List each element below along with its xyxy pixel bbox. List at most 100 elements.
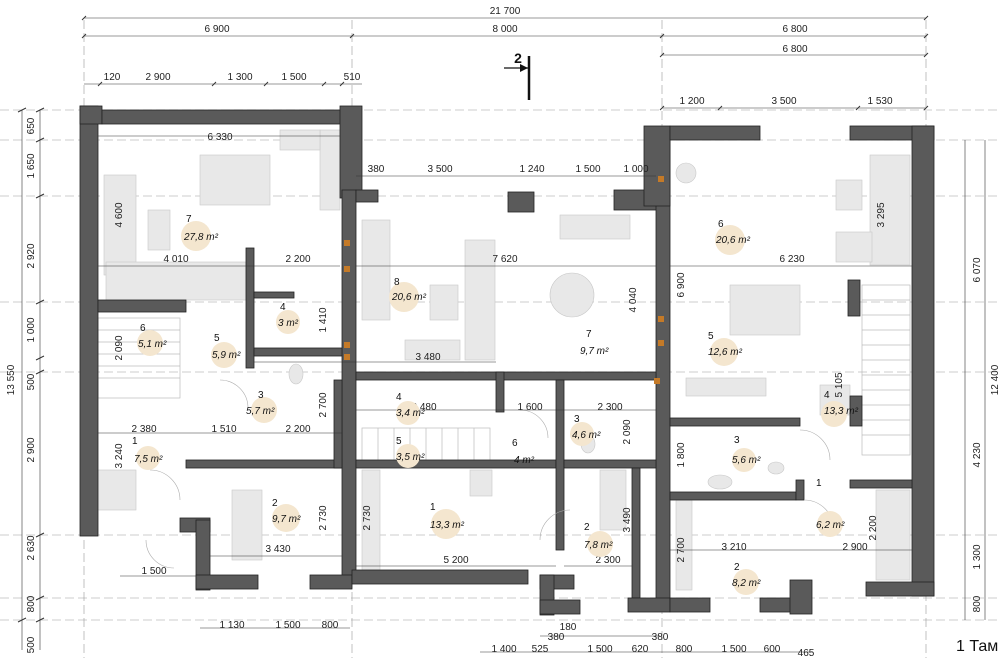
room-number: 2 [272,498,278,509]
room-area: 13,3 m² [824,406,859,417]
room-number: 1 [132,436,138,447]
plan-title: 1 Там [956,638,998,655]
dim-left-5: 500 [26,373,37,390]
section-marker: 2 [504,50,531,100]
room-number: 6 [140,323,146,334]
dim-inner-38: 2 200 [868,515,879,540]
room-area: 13,3 m² [430,520,465,531]
dim-bottom-1b: 1 500 [275,620,300,631]
dim-inner-18: 3 480 [411,402,436,413]
door-swings [145,379,835,569]
room-number: 7 [586,329,592,340]
dim-left-3: 2 920 [26,243,37,268]
dim-inner-34: 2 300 [595,555,620,566]
dim-top-3: 6 800 [782,24,807,35]
dim-top-right-c: 1 530 [867,96,892,107]
dim-inner-8: 1 500 [575,164,600,175]
right-dimensions: 6 070 4 230 1 300 800 12 400 [964,140,1000,620]
dim-left-9: 500 [26,636,37,653]
dim-top-1: 6 900 [204,24,229,35]
dim-right-3: 1 300 [972,544,983,569]
dim-bottom-3h: 465 [798,648,815,658]
room-area: 3,5 m² [396,452,425,463]
room-area: 6,2 m² [816,520,845,531]
dim-inner-9: 1 000 [623,164,648,175]
dim-top-right-2: 6 800 [782,44,807,55]
dim-inner-31: 3 490 [622,507,633,532]
dim-bottom-3b: 525 [532,644,549,655]
room-area: 3 m² [278,318,299,329]
dim-left-7: 2 630 [26,535,37,560]
dim-bottom-2a: 380 [548,632,565,643]
dim-inner-26: 2 200 [285,424,310,435]
dim-right-4: 800 [972,595,983,612]
dim-inner-30: 2 730 [362,505,373,530]
room-area: 5,6 m² [732,455,761,466]
dim-bottom-2c: 380 [652,632,669,643]
dim-inner-25: 1 510 [211,424,236,435]
dim-bottom-1c: 800 [322,620,339,631]
dim-top-2: 8 000 [492,24,517,35]
room-area: 7,5 m² [134,454,163,465]
room-number: 5 [396,436,402,447]
door-frames [344,176,664,384]
dim-top-left-e: 510 [344,72,361,83]
dim-inner-3: 4 010 [163,254,188,265]
dim-overall-height: 13 550 [6,364,17,395]
dim-inner-6: 3 500 [427,164,452,175]
dim-inner-15: 1 410 [318,307,329,332]
dim-top-left-b: 2 900 [145,72,170,83]
room-number: 7 [186,214,192,225]
room-number: 3 [734,435,740,446]
dim-bottom-3a: 1 400 [491,644,516,655]
dim-inner-32: 3 430 [265,544,290,555]
dim-bottom-3g: 600 [764,644,781,655]
room-area: 9,7 m² [272,514,301,525]
left-dimensions: 13 550 650 1 650 2 920 1 000 500 2 900 2… [6,107,45,653]
dim-inner-4: 2 200 [285,254,310,265]
dim-inner-11: 4 040 [628,287,639,312]
room-number: 1 [430,502,436,513]
dim-inner-2: 4 600 [114,202,125,227]
dim-bottom-1a: 1 130 [219,620,244,631]
dim-right-1: 6 070 [972,257,983,282]
room-number: 5 [214,333,220,344]
room-area: 5,7 m² [246,406,275,417]
dim-inner-21: 2 090 [622,419,633,444]
dim-bottom-3c: 1 500 [587,644,612,655]
dim-right-overall: 12 400 [990,364,1000,395]
dim-top-right-b: 3 500 [771,96,796,107]
room-number: 4 [824,390,830,401]
dim-inner-14: 3 295 [876,202,887,227]
dim-inner-36: 3 210 [721,542,746,553]
dim-right-2: 4 230 [972,442,983,467]
dim-bottom-3e: 800 [676,644,693,655]
dim-inner-24: 2 380 [131,424,156,435]
room-area: 5,1 m² [138,339,167,350]
dim-inner-37: 2 900 [842,542,867,553]
room-number: 2 [734,562,740,573]
dim-top-left-a: 120 [104,72,121,83]
dim-inner-20: 2 300 [597,402,622,413]
room-area: 7,8 m² [584,540,613,551]
room-number: 3 [258,390,264,401]
dim-inner-10: 7 620 [492,254,517,265]
dim-left-2: 1 650 [26,153,37,178]
dim-bottom-3f: 1 500 [721,644,746,655]
dim-bottom-2b: 180 [560,622,577,633]
dim-left-1: 650 [26,117,37,134]
dim-inner-1: 6 330 [207,132,232,143]
dim-inner-13: 6 230 [779,254,804,265]
room-area: 12,6 m² [708,347,743,358]
room-number: 4 [396,392,402,403]
room-area: 27,8 m² [183,232,219,243]
dim-inner-23: 2 700 [318,392,329,417]
dim-inner-5: 380 [368,164,385,175]
room-number: 8 [394,277,400,288]
top-dimensions: 21 700 6 900 8 000 6 800 6 800 120 2 900… [81,6,929,111]
room-labels: 7 27,8 m² 8 20,6 m² 6 20,6 m² 4 3 m² 6 5… [132,214,859,595]
room-area: 20,6 m² [715,235,751,246]
dim-inner-35: 2 700 [676,537,687,562]
walls [79,105,935,616]
